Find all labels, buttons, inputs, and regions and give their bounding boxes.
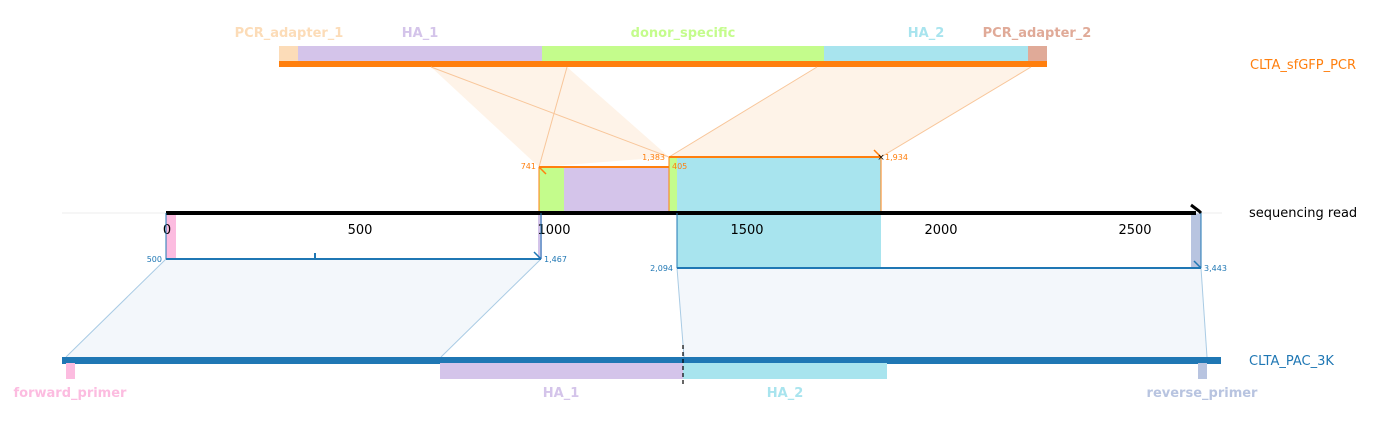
read-shade-ha-2-top (677, 157, 881, 212)
top-alignment-lines (538, 149, 882, 212)
bottom-alignment-band-2 (677, 268, 1207, 357)
read-tick-500: 500 (348, 223, 373, 238)
read-tick-2000: 2000 (924, 223, 957, 238)
read-shade-donor-specific-1 (539, 167, 564, 212)
sequencing-read: sequencing read (62, 203, 1357, 221)
top-alignment-band-2 (669, 67, 1031, 157)
top-alignment-edge-2b (880, 66, 1032, 158)
bottom-feature-label-ha-2: HA_2 (767, 386, 804, 401)
bottom-alignment-1-end-label: 1,467 (544, 255, 567, 264)
top-alignment-band-1 (431, 67, 669, 167)
top-feature-label-donor-specific: donor_specific (631, 26, 736, 41)
top-alignment-edge-1a (430, 66, 670, 158)
bottom-reference-name: CLTA_PAC_3K (1249, 354, 1334, 369)
read-feature-shading-top (539, 157, 881, 212)
read-shade-ha-2-bottom (677, 213, 881, 268)
top-reference: PCR_adapter_1 HA_1 donor_specific HA_2 P… (235, 26, 1356, 73)
bottom-feature-label-reverse-primer: reverse_primer (1147, 386, 1259, 401)
read-tick-2500: 2500 (1118, 223, 1151, 238)
top-alignment-1-arrowhead (538, 166, 547, 175)
top-feature-donor-specific (542, 46, 824, 62)
read-feature-shading-bottom (166, 213, 1201, 268)
top-alignment-1-end-label: 405 (672, 162, 687, 171)
read-shade-reverse-primer (1191, 213, 1201, 268)
read-shade-ha-1-top (564, 167, 669, 212)
bottom-reference: forward_primer HA_1 HA_2 reverse_primer … (14, 345, 1334, 401)
bottom-alignment-1-arrowhead (533, 251, 542, 260)
top-alignment-bands (430, 66, 1032, 168)
top-alignment-2-end-label: 1,934 (885, 153, 908, 162)
top-alignment-edge-1b (538, 66, 568, 168)
bottom-feature-forward-primer (66, 363, 75, 379)
bottom-alignment-band-1 (66, 259, 541, 357)
bottom-reference-bar (62, 357, 1221, 364)
bottom-feature-label-forward-primer: forward_primer (14, 386, 128, 401)
bottom-alignment-2-arrowhead (1193, 260, 1202, 269)
bottom-alignment-edge-2b (1200, 267, 1208, 358)
read-shade-ha-1-bottom (538, 213, 542, 259)
read-direction-arrow (1190, 203, 1203, 215)
read-tick-1500: 1500 (730, 223, 763, 238)
top-alignment-2-start-label: 1,383 (642, 153, 665, 162)
top-feature-label-ha-1: HA_1 (402, 26, 439, 41)
top-feature-label-ha-2: HA_2 (908, 26, 945, 41)
top-reference-bar (279, 61, 1047, 67)
read-shade-forward-primer (166, 213, 176, 259)
top-reference-name: CLTA_sfGFP_PCR (1250, 58, 1356, 73)
read-axis: 0 500 1000 1500 2000 2500 (163, 223, 1152, 238)
top-feature-pcr-adapter-2 (1028, 46, 1047, 62)
top-feature-label-pcr-adapter-1: PCR_adapter_1 (235, 26, 344, 41)
top-feature-label-pcr-adapter-2: PCR_adapter_2 (983, 26, 1092, 41)
top-feature-ha-2 (824, 46, 1028, 62)
bottom-alignment-lines (165, 213, 1202, 269)
bottom-feature-ha-2 (683, 363, 887, 379)
read-shade-donor-specific-2 (669, 157, 677, 212)
bottom-alignment-2-start-label: 2,094 (650, 264, 673, 273)
bottom-alignment-edge-1a (65, 258, 167, 358)
read-tick-0: 0 (163, 223, 171, 238)
read-name: sequencing read (1249, 206, 1357, 221)
top-alignment-2-mismatch-marker: × (877, 153, 885, 163)
bottom-feature-reverse-primer (1198, 363, 1207, 379)
bottom-alignment-edge-2a (676, 267, 685, 358)
top-alignment-2-arrowhead (873, 149, 882, 158)
bottom-alignment-1-start-label: 500 (147, 255, 162, 264)
bottom-alignment-2-end-label: 3,443 (1204, 264, 1227, 273)
bottom-alignment-edge-1b (440, 258, 542, 358)
top-alignment-edge-2a (668, 66, 818, 158)
bottom-feature-label-ha-1: HA_1 (543, 386, 580, 401)
top-alignment-1-start-label: 741 (521, 162, 536, 171)
read-tick-1000: 1000 (537, 223, 570, 238)
bottom-alignment-bands (65, 258, 1208, 358)
top-feature-ha-1 (298, 46, 542, 62)
bottom-feature-ha-1 (440, 363, 683, 379)
top-feature-pcr-adapter-1 (279, 46, 298, 62)
